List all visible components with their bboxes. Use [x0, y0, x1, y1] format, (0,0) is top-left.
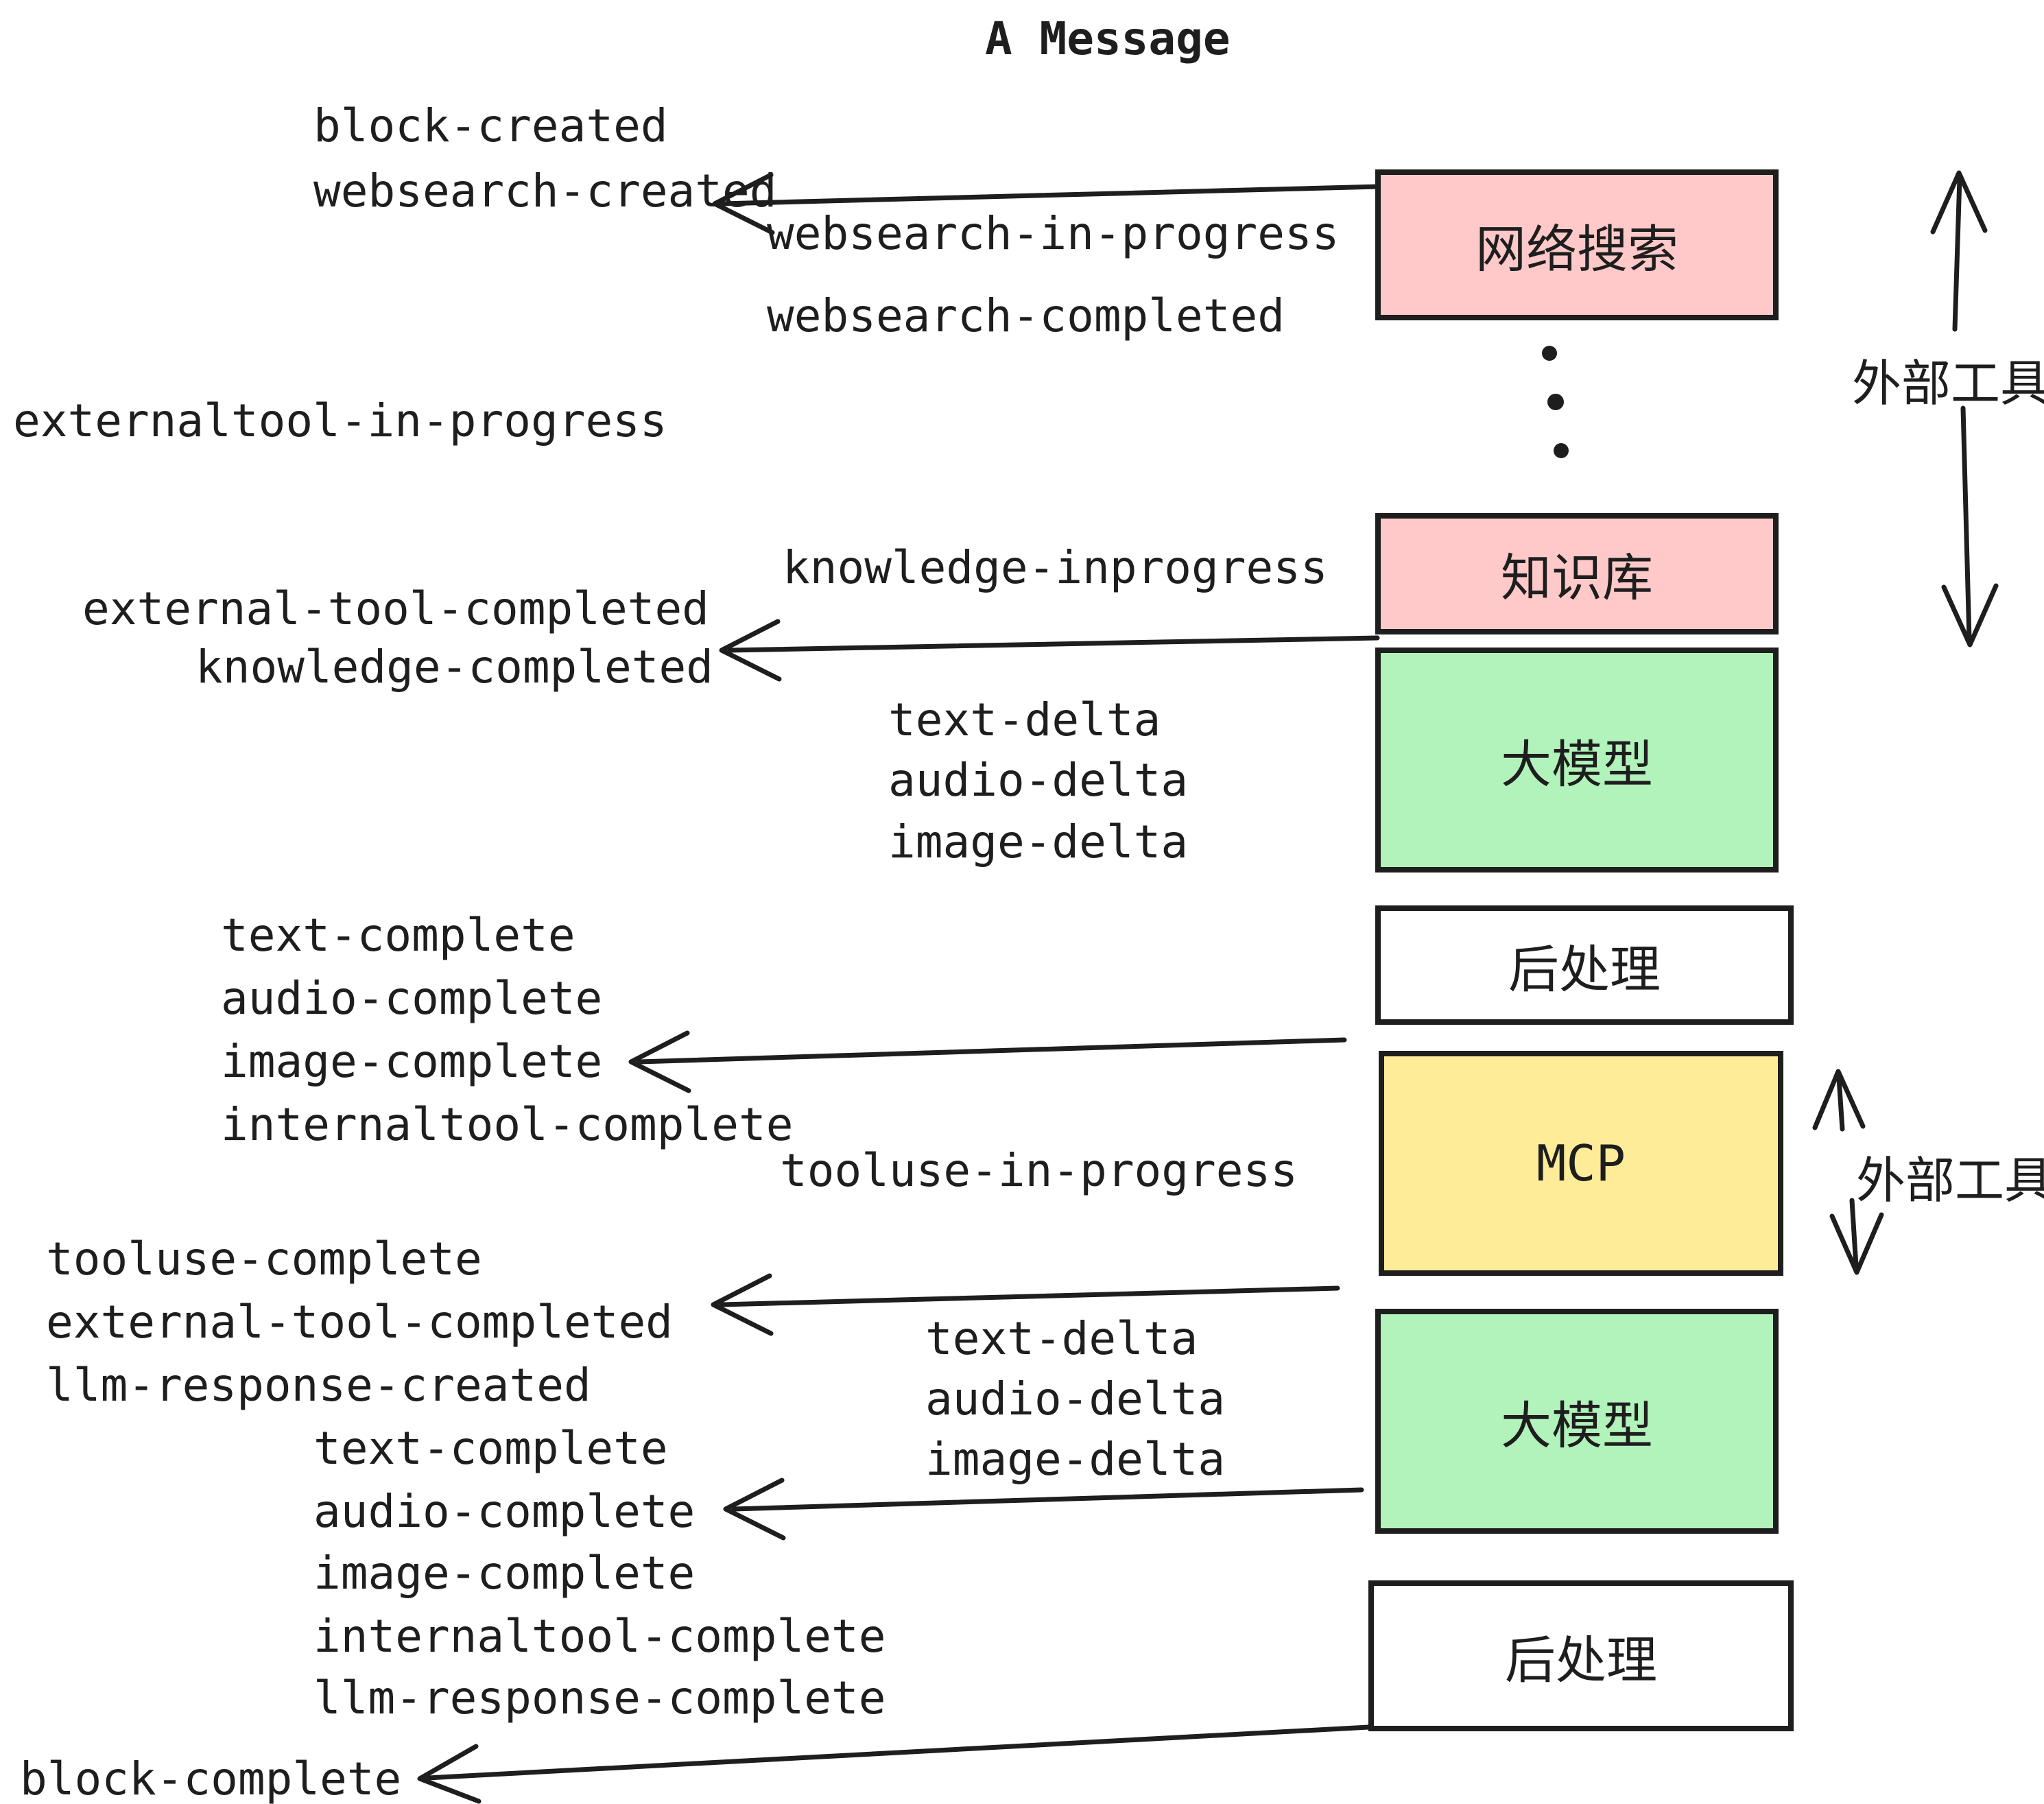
- event-text-delta-1: text-delta: [888, 693, 1161, 746]
- event-websearch-completed: websearch-completed: [767, 289, 1285, 342]
- box-mcp-label: MCP: [1536, 1135, 1626, 1192]
- event-image-complete-2: image-complete: [313, 1547, 696, 1600]
- external-tools-up-arrow-2: [1812, 1069, 1866, 1132]
- event-internaltool-complete-2: internaltool-complete: [313, 1610, 886, 1663]
- box-websearch: 网络搜索: [1375, 169, 1779, 320]
- box-llm-1: 大模型: [1375, 648, 1779, 873]
- box-mcp: MCP: [1379, 1051, 1783, 1276]
- event-text-complete-1: text-complete: [221, 909, 575, 962]
- event-audio-delta-1: audio-delta: [888, 754, 1189, 807]
- box-postprocess-1-label: 后处理: [1508, 940, 1661, 999]
- event-tooluse-complete: tooluse-complete: [46, 1233, 482, 1285]
- event-externaltool-in-progress: externaltool-in-progress: [13, 394, 667, 447]
- external-tools-label-2: 外部工具: [1856, 1152, 2044, 1209]
- diagram-title: A Message: [985, 12, 1231, 65]
- event-external-tool-completed-2: external-tool-completed: [46, 1296, 673, 1349]
- arrow-to-knowledge-completed: [719, 619, 1380, 682]
- event-image-delta-1: image-delta: [888, 816, 1189, 868]
- event-llm-response-complete: llm-response-complete: [313, 1672, 886, 1724]
- event-knowledge-inprogress: knowledge-inprogress: [783, 541, 1328, 594]
- event-audio-delta-2: audio-delta: [925, 1373, 1226, 1425]
- box-websearch-label: 网络搜索: [1475, 219, 1678, 279]
- event-text-delta-2: text-delta: [925, 1312, 1198, 1365]
- arrow-to-block-complete: [417, 1724, 1371, 1804]
- ellipsis-dots: [1542, 346, 1569, 458]
- arrow-to-audio-complete: [723, 1477, 1364, 1541]
- event-audio-complete-1: audio-complete: [221, 972, 603, 1025]
- event-audio-complete-2: audio-complete: [313, 1485, 696, 1538]
- box-knowledge: 知识库: [1375, 513, 1779, 634]
- box-postprocess-2-label: 后处理: [1505, 1630, 1657, 1690]
- event-internaltool-complete-1: internaltool-complete: [221, 1098, 794, 1151]
- event-websearch-in-progress: websearch-in-progress: [767, 207, 1340, 260]
- event-llm-response-created: llm-response-created: [46, 1359, 591, 1412]
- box-llm-2-label: 大模型: [1501, 1396, 1653, 1456]
- event-block-created: block-created: [313, 99, 668, 152]
- box-knowledge-label: 知识库: [1501, 549, 1653, 608]
- box-postprocess-2: 后处理: [1368, 1580, 1794, 1731]
- event-image-complete-1: image-complete: [221, 1035, 603, 1088]
- external-tools-up-arrow-1: [1930, 170, 1988, 332]
- external-tools-down-arrow-1: [1941, 405, 1999, 648]
- event-external-tool-completed-1: external-tool-completed: [82, 582, 709, 635]
- box-llm-2: 大模型: [1375, 1309, 1779, 1534]
- box-postprocess-1: 后处理: [1375, 905, 1794, 1025]
- event-knowledge-completed: knowledge-completed: [195, 641, 713, 693]
- event-block-complete: block-complete: [20, 1753, 402, 1804]
- box-llm-1-label: 大模型: [1501, 735, 1653, 794]
- arrow-to-image-complete: [628, 1030, 1347, 1093]
- event-tooluse-in-progress: tooluse-in-progress: [780, 1144, 1298, 1197]
- event-image-delta-2: image-delta: [925, 1433, 1226, 1486]
- event-websearch-created: websearch-created: [313, 165, 777, 217]
- external-tools-label-1: 外部工具: [1852, 355, 2044, 412]
- event-text-complete-2: text-complete: [313, 1422, 668, 1475]
